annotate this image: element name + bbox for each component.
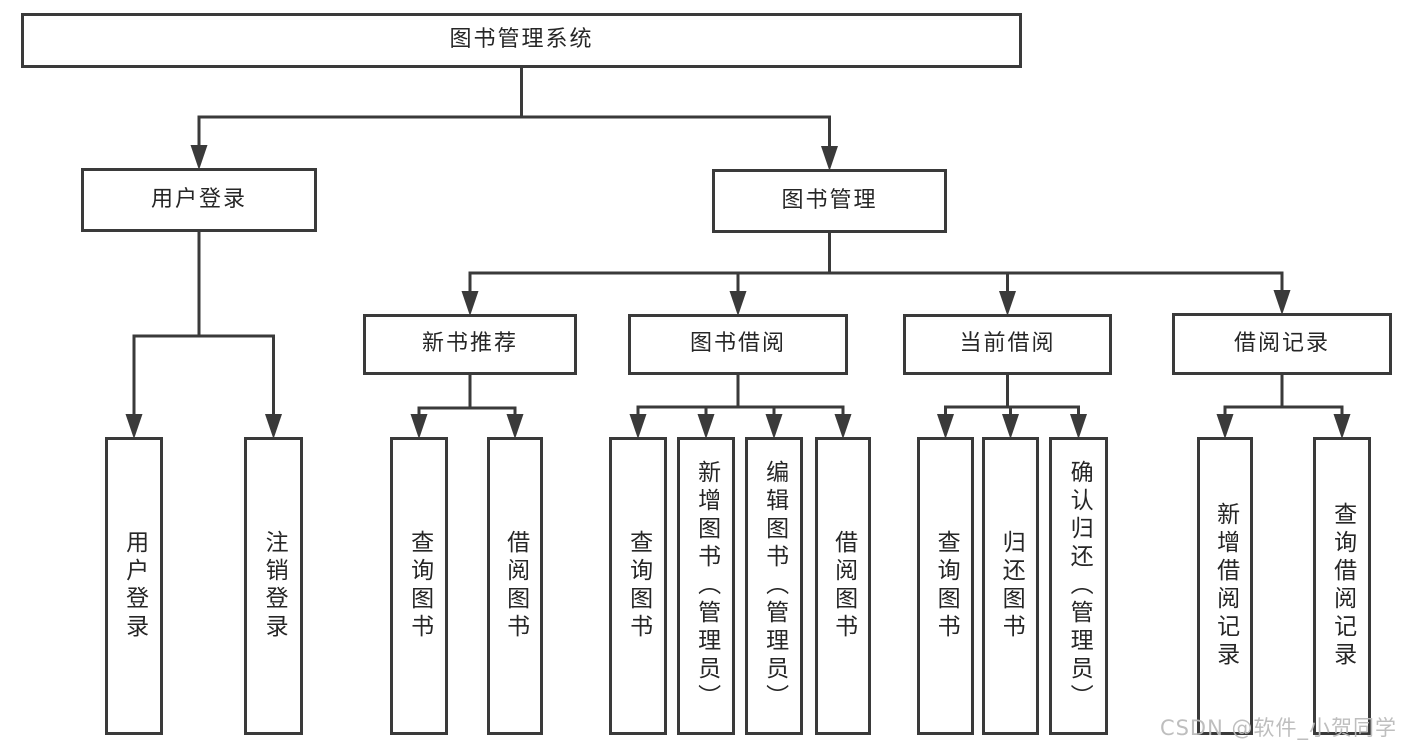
arrowhead-icon xyxy=(125,414,143,439)
arrowhead-icon xyxy=(265,414,282,439)
node-borrow-books: 借阅图书 xyxy=(815,437,871,735)
arrowhead-icon xyxy=(937,414,954,439)
arrowhead-icon xyxy=(765,414,783,439)
node-label: 查询图书 xyxy=(406,530,433,642)
node-label: 借阅图书 xyxy=(502,530,529,642)
arrowhead-icon xyxy=(1333,414,1351,439)
node-label: 用户登录 xyxy=(150,186,247,212)
node-label: 当前借阅 xyxy=(959,331,1056,357)
node-label: 新增借阅记录 xyxy=(1212,502,1239,670)
arrowhead-icon xyxy=(834,414,852,439)
node-label: 注销登录 xyxy=(261,530,288,642)
node-add-borrow-record: 新增借阅记录 xyxy=(1197,437,1253,735)
node-label: 查询图书 xyxy=(625,530,652,642)
node-borrow-books-rec: 借阅图书 xyxy=(487,437,543,735)
arrowhead-icon xyxy=(410,414,428,439)
arrowhead-icon xyxy=(1070,414,1087,439)
node-return-books: 归还图书 xyxy=(982,437,1039,735)
node-book-management: 图书管理 xyxy=(712,169,947,233)
node-label: 新增图书（管理员） xyxy=(693,460,720,712)
csdn-watermark: CSDN @软件_小贺同学 xyxy=(1159,716,1397,740)
node-label: 确认归还（管理员） xyxy=(1066,460,1093,712)
node-label: 新书推荐 xyxy=(421,331,518,357)
node-query-books-rec: 查询图书 xyxy=(390,437,448,735)
node-add-books-admin: 新增图书（管理员） xyxy=(677,437,735,735)
node-user-login-action: 用户登录 xyxy=(105,437,163,735)
arrowhead-icon xyxy=(999,291,1016,316)
arrowhead-icon xyxy=(697,414,715,439)
node-query-books-borrow: 查询图书 xyxy=(609,437,667,735)
arrowhead-icon xyxy=(1216,414,1234,439)
node-current-borrowing: 当前借阅 xyxy=(903,314,1112,375)
node-label: 用户登录 xyxy=(121,530,148,642)
node-logout-action: 注销登录 xyxy=(244,437,303,735)
node-query-borrow-record: 查询借阅记录 xyxy=(1313,437,1371,735)
node-user-login: 用户登录 xyxy=(81,168,317,232)
arrowhead-icon xyxy=(506,414,524,439)
node-borrowing-records: 借阅记录 xyxy=(1172,313,1392,375)
node-query-books-current: 查询图书 xyxy=(917,437,974,735)
node-label: 借阅图书 xyxy=(830,530,857,642)
node-label: 图书管理系统 xyxy=(449,27,594,53)
node-label: 查询借阅记录 xyxy=(1329,502,1356,670)
node-edit-books-admin: 编辑图书（管理员） xyxy=(745,437,803,735)
arrowhead-icon xyxy=(629,414,647,439)
node-label: 查询图书 xyxy=(933,530,960,642)
node-label: 编辑图书（管理员） xyxy=(761,460,788,712)
node-label: 归还图书 xyxy=(998,530,1025,642)
node-new-book-recommendation: 新书推荐 xyxy=(363,314,577,375)
node-book-borrowing: 图书借阅 xyxy=(628,314,848,375)
node-label: 图书借阅 xyxy=(689,331,786,357)
node-label: 借阅记录 xyxy=(1233,330,1330,356)
arrowhead-icon xyxy=(1273,290,1291,315)
node-library-management-system: 图书管理系统 xyxy=(21,13,1022,68)
node-confirm-return-admin: 确认归还（管理员） xyxy=(1049,437,1108,735)
arrowhead-icon xyxy=(461,291,479,316)
node-label: 图书管理 xyxy=(781,187,878,213)
arrowhead-icon xyxy=(1002,414,1019,439)
arrowhead-icon xyxy=(729,291,747,316)
arrowhead-icon xyxy=(821,146,838,171)
arrowhead-icon xyxy=(190,145,208,170)
